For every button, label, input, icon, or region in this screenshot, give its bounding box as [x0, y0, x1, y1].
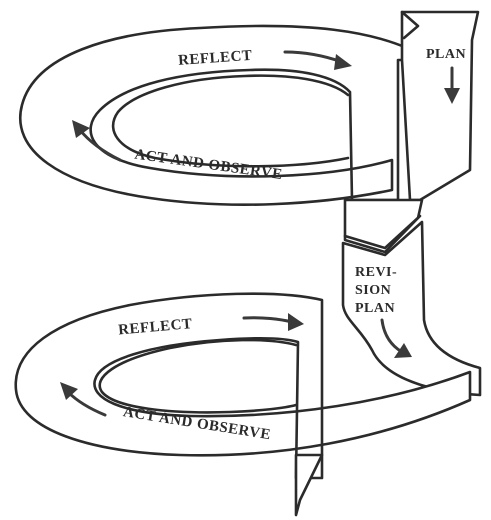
cycle-2-revision-plan-label: REVI- SION PLAN	[355, 265, 401, 316]
revision-arrow-head	[394, 343, 412, 358]
cycle-2-inner-hole	[98, 338, 298, 414]
cycle-1-plan-label: PLAN	[426, 47, 466, 62]
reflect-arrow-1-head	[334, 54, 352, 70]
cycle-2	[14, 220, 482, 517]
revision-line-1: REVI-	[355, 265, 397, 280]
act-arrow-2-head	[60, 382, 78, 400]
cycle-1-reflect-label: REFLECT	[178, 48, 253, 69]
plan-arrow-head	[444, 88, 460, 104]
cycle-2-tail	[294, 453, 324, 517]
cycle-connector-break	[343, 214, 422, 250]
cycle-1-inner-hole	[111, 74, 350, 168]
cycle-1-plan-notch	[400, 10, 420, 40]
revision-line-2: SION	[355, 283, 391, 298]
cycle-1	[19, 10, 480, 254]
arrows	[60, 50, 460, 417]
revision-line-3: PLAN	[355, 301, 395, 316]
cycle-2-reflect-label: REFLECT	[118, 316, 193, 338]
cycle-connector	[343, 198, 424, 254]
cycle-1-loop-band	[19, 24, 432, 206]
act-arrow-1-head	[72, 120, 90, 138]
reflect-arrow-2-head	[288, 313, 304, 331]
cycle-2-loop-band	[14, 292, 472, 480]
cycle-1-plan-column	[400, 10, 480, 202]
